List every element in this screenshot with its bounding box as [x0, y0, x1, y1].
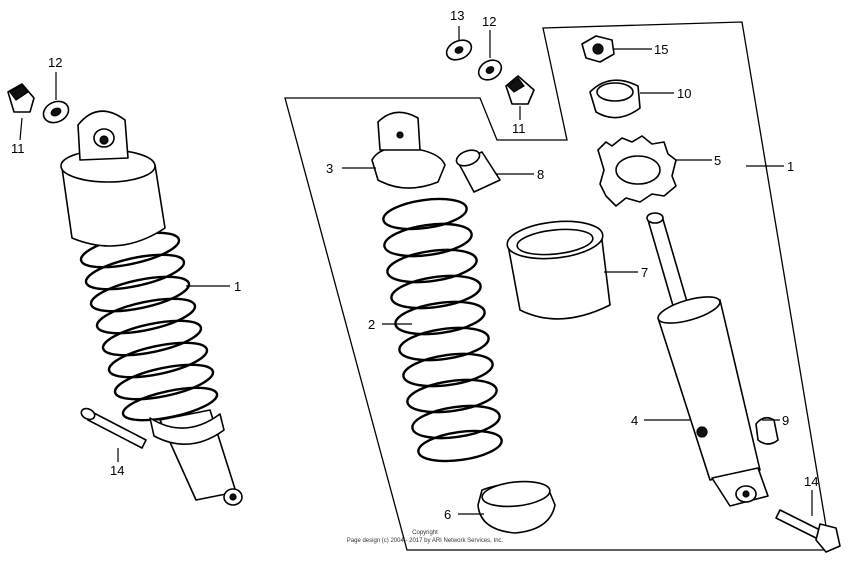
part-9-cap[interactable]: [755, 416, 779, 445]
callout-14-left: 14: [110, 463, 124, 478]
part-8-bushing[interactable]: [454, 147, 501, 193]
exploded-view-frame: [284, 21, 831, 551]
callout-8: 8: [537, 167, 544, 182]
callout-6: 6: [444, 507, 451, 522]
callout-15: 15: [654, 42, 668, 57]
callout-1-right: 1: [787, 159, 794, 174]
part-7-cover[interactable]: [505, 217, 611, 320]
copyright-notice: Copyright Page design (c) 2004 - 2017 by…: [347, 530, 504, 544]
part-12-washer-left[interactable]: [40, 97, 72, 126]
part-3-upper-spring-seat[interactable]: [371, 111, 446, 189]
assembled-shock-absorber[interactable]: [60, 110, 243, 506]
part-4-damper[interactable]: [646, 212, 769, 507]
callout-9: 9: [782, 413, 789, 428]
callout-11: 11: [512, 121, 526, 136]
part-15-nut[interactable]: [581, 35, 615, 63]
callout-14-right: 14: [804, 474, 818, 489]
callout-12-left: 12: [48, 55, 62, 70]
callout-1-left: 1: [234, 279, 241, 294]
callout-13: 13: [450, 8, 464, 23]
copyright-line-1: Copyright: [412, 530, 438, 536]
callout-labels: 1 11 12 14 13 12 11 15 10 3 8 5 1 7 2 4 …: [11, 8, 818, 522]
assembled-spring: [79, 231, 219, 422]
part-12-washer[interactable]: [475, 56, 505, 84]
callout-5: 5: [714, 153, 721, 168]
callout-10: 10: [677, 86, 691, 101]
part-6-lower-spring-seat[interactable]: [477, 479, 556, 534]
callout-7: 7: [641, 265, 648, 280]
callout-3: 3: [326, 161, 333, 176]
part-5-spring-adjuster[interactable]: [597, 135, 677, 207]
callout-2: 2: [368, 317, 375, 332]
part-11-collar[interactable]: [505, 75, 535, 105]
callout-12: 12: [482, 14, 496, 29]
callout-11-left: 11: [11, 141, 25, 156]
part-2-spring[interactable]: [381, 194, 503, 465]
part-11-collar-left[interactable]: [7, 83, 35, 113]
callout-4: 4: [631, 413, 638, 428]
part-14-bolt-right[interactable]: [775, 509, 841, 553]
part-10-rubber[interactable]: [589, 79, 641, 119]
part-13-washer[interactable]: [443, 36, 474, 63]
copyright-line-2: Page design (c) 2004 - 2017 by ARI Netwo…: [347, 538, 504, 544]
part-14-bolt-left[interactable]: [80, 407, 147, 449]
leader-lines: [19, 26, 813, 516]
